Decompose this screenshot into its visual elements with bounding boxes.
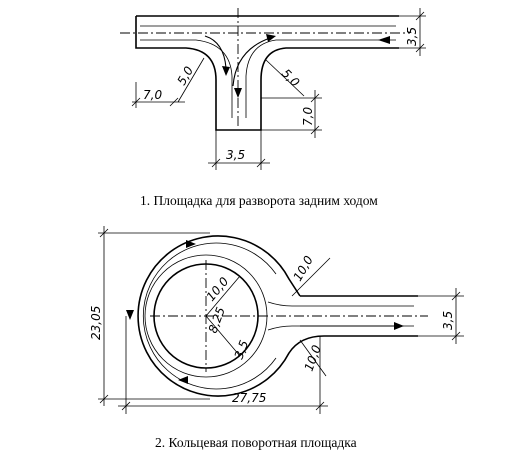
dim-left-radius: 5,0 (174, 64, 196, 88)
diagram-1-caption: 1. Площадка для разворота задним ходом (140, 193, 378, 208)
dim-outer-diameter: 23,05 (89, 306, 103, 340)
t-arrowhead-right (266, 34, 276, 42)
dim-line (205, 275, 241, 317)
diagram-1-t-turnaround: 3,5 7,0 5,0 5,0 7,0 3,5 1. Площадка для … (120, 8, 426, 208)
dim-lane-width: 3,5 (232, 338, 252, 361)
t-move-arrow-left (204, 35, 227, 69)
dim-tick (315, 401, 325, 411)
loop-arrowhead-road (394, 322, 404, 330)
loop-arrowhead-top (186, 240, 196, 248)
dim-tick (99, 228, 109, 238)
dim-upper-fillet: 10,0 (290, 253, 316, 283)
t-move-arrow-right (232, 37, 271, 87)
diagram-2-loop-turnaround: 10,0 8,25 3,5 10,0 10,0 23,05 27,75 3,5 … (89, 226, 464, 450)
dim-tick (256, 158, 266, 168)
dim-inner-radius: 10,0 (204, 274, 232, 304)
loop-lane-outer (267, 301, 414, 331)
dim-tick (169, 97, 179, 107)
dim-line (205, 315, 241, 357)
t-arrowhead-road (378, 36, 390, 44)
dim-tick (415, 11, 425, 21)
dim-line (291, 257, 331, 297)
dim-stem-width: 3,5 (226, 148, 245, 162)
dim-line (265, 59, 305, 97)
dim-road-width: 3,5 (405, 27, 419, 46)
diagram-2-caption: 2. Кольцевая поворотная площадка (155, 435, 357, 450)
loop-arrowhead-bottom (178, 376, 188, 384)
dim-tick (451, 291, 461, 301)
dim-tick (415, 43, 425, 53)
dim-road-width-2: 3,5 (441, 311, 455, 330)
dim-tick (131, 97, 141, 107)
loop-outer-lane-arc (142, 242, 277, 390)
dim-tick (211, 158, 221, 168)
dim-right-radius: 5,0 (279, 66, 303, 90)
t-arrowhead-stem (234, 88, 242, 98)
dim-line (177, 57, 205, 103)
dim-right-offset: 7,0 (301, 107, 315, 126)
dim-tick (121, 401, 131, 411)
t-arrowhead-left (222, 66, 230, 76)
dim-tick (310, 93, 320, 103)
dim-line (299, 339, 327, 377)
loop-arrowhead-left (126, 310, 134, 320)
dim-tick (99, 394, 109, 404)
dim-island-radius: 8,25 (206, 305, 228, 335)
loop-outer-outline (137, 235, 418, 397)
dim-left-offset: 7,0 (143, 88, 162, 102)
dim-width-total: 27,75 (232, 391, 266, 405)
dim-tick (451, 331, 461, 341)
dim-tick (310, 125, 320, 135)
